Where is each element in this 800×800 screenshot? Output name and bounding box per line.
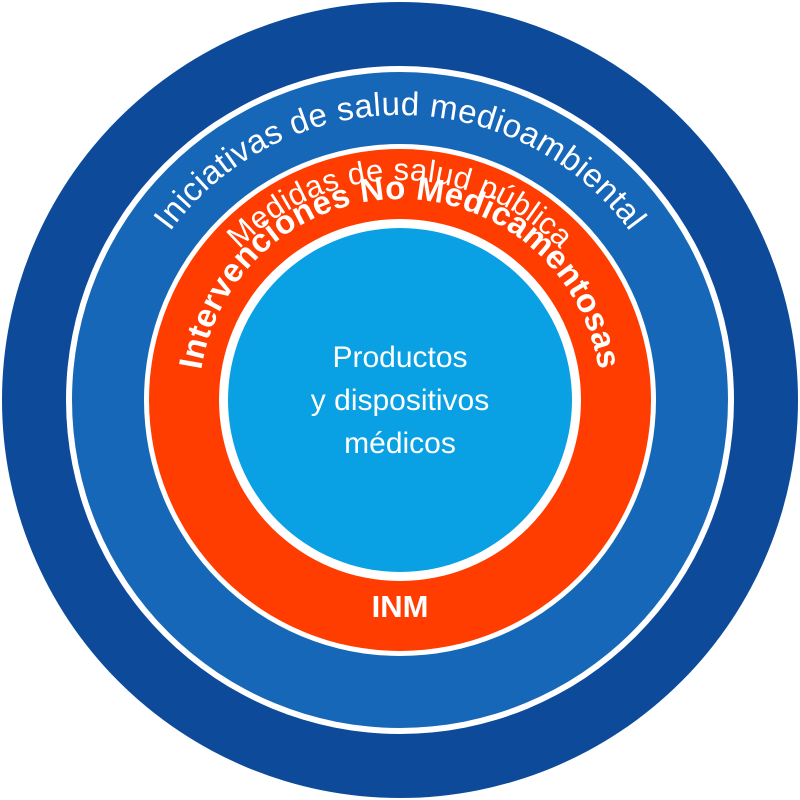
center-label-line-1: Productos bbox=[332, 341, 467, 374]
center-label-line-2: y dispositivos bbox=[311, 384, 489, 417]
center-circle bbox=[228, 228, 572, 572]
inner-ring-abbreviation: INM bbox=[372, 589, 429, 624]
center-label-line-3: médicos bbox=[344, 427, 456, 460]
